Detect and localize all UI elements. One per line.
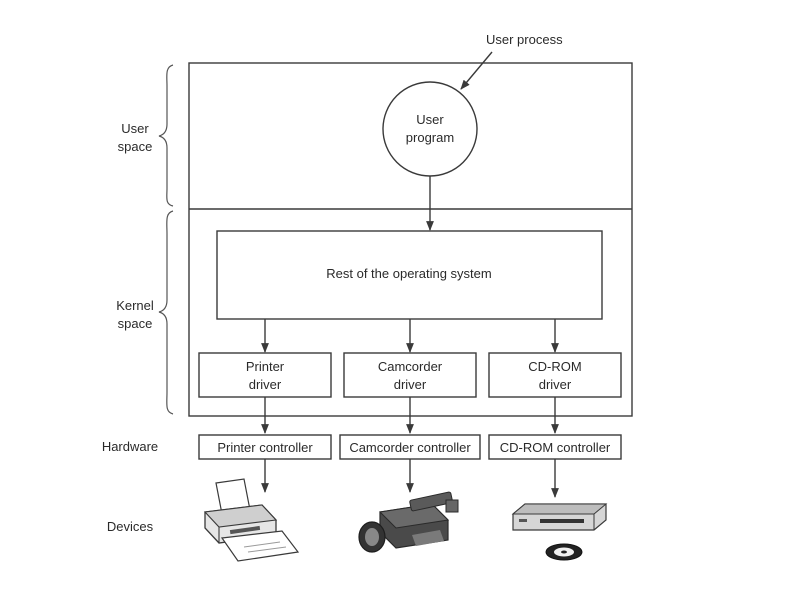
devices-label: Devices: [107, 519, 154, 534]
cdrom-driver-line2: driver: [539, 377, 572, 392]
camcorder-driver-line1: Camcorder: [378, 359, 443, 374]
user-program-label-line1: User: [416, 112, 444, 127]
cdrom-controller-box: [488, 434, 622, 460]
user-space-brace: [158, 64, 174, 207]
camcorder-controller-box: [339, 434, 481, 460]
cdrom-drive-icon: [511, 503, 608, 561]
camcorder-driver-line2: driver: [394, 377, 427, 392]
user-process-label: User process: [486, 32, 563, 47]
kernel-space-label-line2: space: [118, 316, 153, 331]
cdrom-driver-box: [488, 352, 622, 398]
kernel-space-label-line1: Kernel: [116, 298, 154, 313]
kernel-space-brace: [158, 210, 174, 415]
cdrom-driver-line1: CD-ROM: [528, 359, 581, 374]
printer-driver-line2: driver: [249, 377, 282, 392]
printer-icon: [203, 478, 300, 562]
user-space-label-line2: space: [118, 139, 153, 154]
user-program-label-line2: program: [406, 130, 454, 145]
hardware-label: Hardware: [102, 439, 158, 454]
rest-of-os-box: [216, 230, 603, 320]
user-process-arrow: [460, 51, 493, 90]
cdrom-controller-label: CD-ROM controller: [500, 440, 611, 455]
camcorder-controller-label: Camcorder controller: [349, 440, 471, 455]
user-space-label-line1: User: [121, 121, 149, 136]
printer-controller-box: [198, 434, 332, 460]
user-program-circle: [382, 81, 478, 177]
printer-driver-box: [198, 352, 332, 398]
camcorder-icon: [358, 491, 459, 553]
printer-controller-label: Printer controller: [217, 440, 313, 455]
printer-driver-line1: Printer: [246, 359, 285, 374]
rest-of-os-label: Rest of the operating system: [326, 266, 491, 281]
camcorder-driver-box: [343, 352, 477, 398]
